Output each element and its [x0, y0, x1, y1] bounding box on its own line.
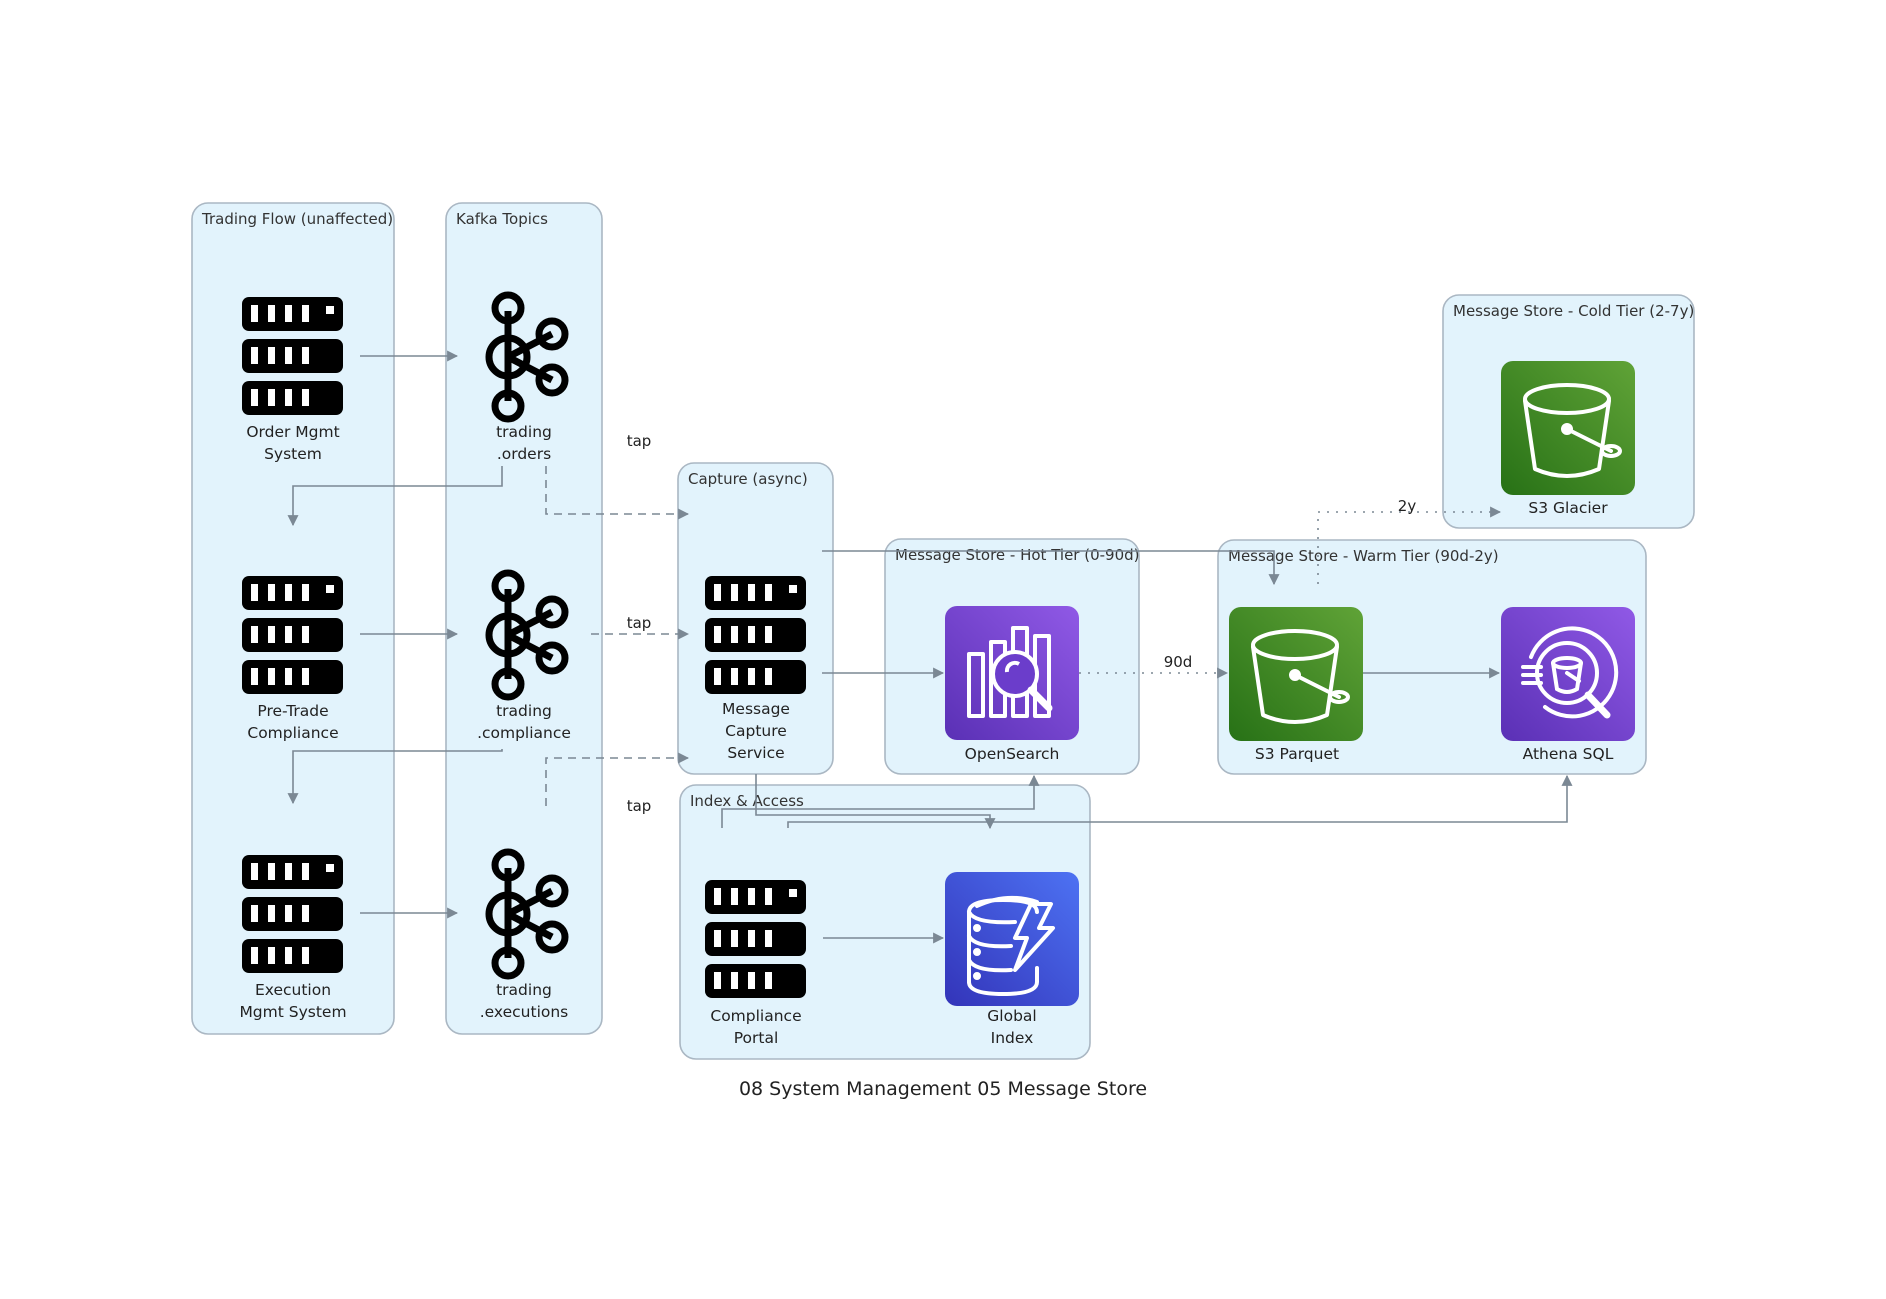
node-order-mgmt-system[interactable]: Order Mgmt System	[242, 297, 343, 463]
node-label: Global	[987, 1007, 1036, 1025]
edge-portal-to-athena	[787, 774, 1573, 828]
node-label: Portal	[734, 1029, 779, 1047]
server-icon	[705, 880, 806, 998]
edge-s3parquet-to-glacier	[1317, 506, 1502, 584]
edge-label-90d: 90d	[1164, 653, 1193, 671]
node-label: .executions	[480, 1003, 569, 1021]
cluster-label: Message Store - Warm Tier (90d-2y)	[1228, 547, 1499, 565]
dynamodb-icon-bg	[945, 872, 1079, 1006]
node-s3-parquet[interactable]: S3 Parquet	[1229, 607, 1363, 763]
server-icon	[705, 576, 806, 694]
cluster-label: Message Store - Hot Tier (0-90d)	[895, 546, 1140, 564]
node-athena-sql[interactable]: Athena SQL	[1501, 607, 1635, 763]
edge-tap-executions	[545, 752, 690, 806]
node-compliance-portal[interactable]: Compliance Portal	[705, 880, 806, 1047]
edges: tap tap tap 90d 2y	[287, 350, 1573, 944]
edge-label-tap: tap	[627, 432, 652, 450]
node-label: Capture	[725, 722, 787, 740]
edge-portal-to-opensearch	[721, 774, 1040, 828]
edge-label-2y: 2y	[1398, 497, 1417, 515]
cluster-label: Kafka Topics	[456, 210, 548, 228]
node-label: S3 Glacier	[1528, 499, 1608, 517]
node-label: trading	[496, 423, 552, 441]
cluster-label: Index & Access	[690, 792, 804, 810]
node-opensearch[interactable]: OpenSearch	[945, 606, 1079, 763]
node-label: Service	[727, 744, 784, 762]
server-icon	[242, 297, 343, 415]
node-label: Athena SQL	[1523, 745, 1614, 763]
server-icon	[242, 576, 343, 694]
cluster-label: Trading Flow (unaffected)	[201, 210, 393, 228]
edge-capture-to-s3parquet	[822, 550, 1280, 586]
node-label: Pre-Trade	[257, 702, 328, 720]
node-label: S3 Parquet	[1255, 745, 1339, 763]
node-s3-glacier[interactable]: S3 Glacier	[1501, 361, 1635, 517]
node-label: Compliance	[247, 724, 338, 742]
node-label: Mgmt System	[239, 1003, 346, 1021]
node-label: Compliance	[710, 1007, 801, 1025]
server-icon	[242, 855, 343, 973]
edge-compliance-to-ems	[287, 749, 503, 805]
edge-orders-to-ptc	[287, 466, 503, 527]
node-label: .orders	[497, 445, 551, 463]
edge-label-tap: tap	[627, 797, 652, 815]
node-label: Message	[722, 700, 790, 718]
cluster-label: Capture (async)	[688, 470, 808, 488]
node-label: trading	[496, 981, 552, 999]
edge-label-tap: tap	[627, 614, 652, 632]
node-label: OpenSearch	[965, 745, 1060, 763]
node-global-index[interactable]: Global Index	[945, 872, 1079, 1047]
cluster-label: Message Store - Cold Tier (2-7y)	[1453, 302, 1694, 320]
cluster-kafka-topics: Kafka Topics	[445, 202, 603, 1035]
node-trading-orders[interactable]: trading .orders	[489, 295, 565, 463]
node-pre-trade-compliance[interactable]: Pre-Trade Compliance	[242, 576, 343, 742]
node-label: .compliance	[477, 724, 571, 742]
node-trading-executions[interactable]: trading .executions	[480, 852, 569, 1021]
node-label: trading	[496, 702, 552, 720]
node-label: Order Mgmt	[246, 423, 339, 441]
node-label: Execution	[255, 981, 331, 999]
node-execution-mgmt-system[interactable]: Execution Mgmt System	[239, 855, 347, 1021]
node-label: Index	[991, 1029, 1034, 1047]
diagram-title: 08 System Management 05 Message Store	[739, 1078, 1147, 1100]
node-trading-compliance[interactable]: trading .compliance	[477, 573, 571, 742]
node-message-capture-service[interactable]: Message Capture Service	[705, 576, 806, 762]
node-label: System	[264, 445, 322, 463]
edge-tap-orders	[545, 466, 690, 520]
